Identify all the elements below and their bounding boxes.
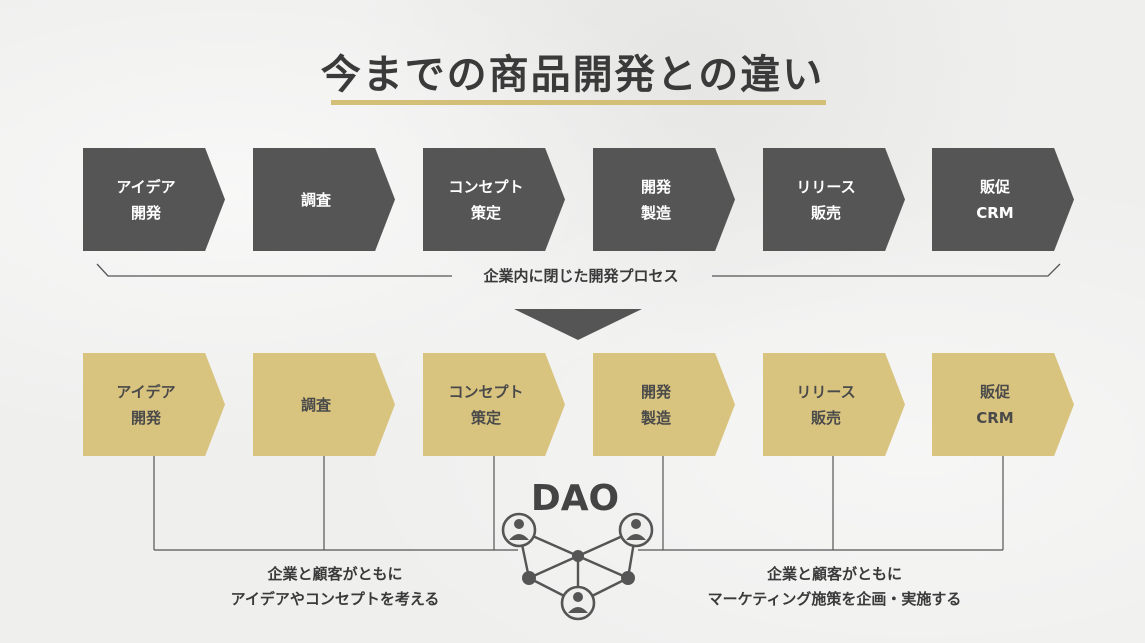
- bracket-right: [712, 263, 1061, 277]
- step-connectors: [153, 455, 1004, 551]
- step-label-line2: CRM: [976, 203, 1014, 222]
- step-label-line1: コンセプト: [448, 382, 524, 401]
- step-label-line1: 販促: [979, 177, 1010, 196]
- traditional-step-2: 調査: [253, 148, 395, 251]
- step-label-line1: 調査: [300, 395, 331, 414]
- step-label-line2: 製造: [640, 408, 671, 427]
- traditional-step-5: リリース販売: [763, 148, 905, 251]
- right-caption-line1: 企業と顧客がともに: [766, 565, 902, 583]
- title-underline: [331, 100, 826, 105]
- step-label-line2: 製造: [640, 203, 671, 222]
- dao-step-6: 販促 CRM: [932, 353, 1074, 456]
- right-caption-line2: マーケティング施策を企画・実施する: [707, 590, 962, 608]
- step-label-line1: アイデア: [116, 177, 176, 196]
- dao-step-4: 開発製造: [593, 353, 735, 456]
- left-caption-line2: アイデアやコンセプトを考える: [230, 590, 440, 608]
- step-label-line1: 開発: [640, 177, 671, 196]
- step-label-line1: コンセプト: [448, 177, 524, 196]
- dao-label: DAO: [530, 478, 620, 519]
- step-label-line1: 開発: [640, 382, 671, 401]
- dao-step-3: コンセプト策定: [423, 353, 565, 456]
- closed-process-label: 企業内に閉じた開発プロセス: [483, 267, 679, 285]
- dao-step-1: アイデア開発: [83, 353, 225, 456]
- step-label-line2: 策定: [470, 203, 501, 222]
- dao-step-2: 調査: [253, 353, 395, 456]
- step-label-line1: リリース: [796, 177, 856, 196]
- step-label-line1: アイデア: [116, 382, 176, 401]
- traditional-step-6: 販促 CRM: [932, 148, 1074, 251]
- bracket-left: [96, 263, 452, 277]
- traditional-step-4: 開発製造: [593, 148, 735, 251]
- page-title: 今までの商品開発との違い: [320, 52, 825, 98]
- step-label-line2: 策定: [470, 408, 501, 427]
- left-caption-line1: 企業と顧客がともに: [267, 565, 403, 583]
- dao-step-5: リリース販売: [763, 353, 905, 456]
- step-label-line2: CRM: [976, 408, 1014, 427]
- step-label-line2: 開発: [130, 203, 161, 222]
- network-people-icon: [501, 512, 654, 621]
- down-arrow-icon: [514, 309, 642, 340]
- left-caption: 企業と顧客がともに アイデアやコンセプトを考える: [180, 562, 490, 612]
- step-label-line2: 開発: [130, 408, 161, 427]
- traditional-step-3: コンセプト策定: [423, 148, 565, 251]
- step-label-line2: 販売: [810, 408, 841, 427]
- traditional-step-1: アイデア開発: [83, 148, 225, 251]
- step-label-line1: 販促: [979, 382, 1010, 401]
- step-label-line1: 調査: [300, 190, 331, 209]
- step-label-line1: リリース: [796, 382, 856, 401]
- right-caption: 企業と顧客がともに マーケティング施策を企画・実施する: [662, 562, 1007, 612]
- step-label-line2: 販売: [810, 203, 841, 222]
